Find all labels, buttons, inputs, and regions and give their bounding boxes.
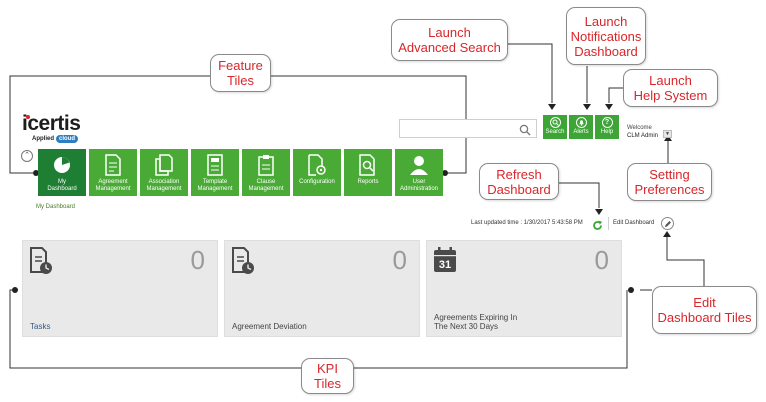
- document-clock-icon: [28, 246, 54, 276]
- document-clock-icon: [230, 246, 256, 276]
- question-icon: ?: [601, 117, 613, 128]
- gear-document-icon: [307, 154, 327, 176]
- tile-template-management[interactable]: Template Management: [191, 149, 239, 196]
- breadcrumb[interactable]: My Dashboard: [36, 204, 76, 210]
- pencil-icon[interactable]: [661, 217, 674, 230]
- callout-edit-dashboard-tiles: Edit Dashboard Tiles: [652, 286, 757, 334]
- pie-chart-icon: [52, 154, 72, 176]
- welcome-block: Welcome CLM Admin: [627, 124, 658, 140]
- report-search-icon: [358, 154, 378, 176]
- documents-icon: [154, 154, 174, 176]
- document-edit-icon: [103, 154, 123, 176]
- help-button[interactable]: ? Help: [595, 115, 619, 139]
- callout-kpi-tiles: KPI Tiles: [301, 358, 354, 394]
- user-icon: [409, 154, 429, 176]
- last-updated-time: Last updated time : 1/30/2017 5:43:58 PM: [471, 220, 583, 226]
- user-name[interactable]: CLM Admin: [627, 133, 659, 139]
- kpi-tile-agreements-expiring[interactable]: 31 0 Agreements Expiring In The Next 30 …: [426, 240, 622, 337]
- tile-agreement-management[interactable]: Agreement Management: [89, 149, 137, 196]
- kpi-tile-agreement-deviation[interactable]: 0 Agreement Deviation: [224, 240, 420, 337]
- search-icon: [549, 117, 561, 128]
- feature-tile-bar: My Dashboard Agreement Management Associ…: [38, 149, 443, 196]
- kpi-label: Agreements Expiring In The Next 30 Days: [434, 313, 518, 331]
- callout-advanced-search: Launch Advanced Search: [391, 19, 508, 61]
- logo-wordmark: icertis: [22, 112, 81, 135]
- edit-dashboard-link[interactable]: Edit Dashboard: [613, 220, 655, 226]
- search-input[interactable]: [400, 123, 516, 140]
- bell-icon: [575, 117, 587, 128]
- tile-user-administration[interactable]: User Administration: [395, 149, 443, 196]
- logo-dot: [26, 115, 30, 119]
- toolbar-divider: [608, 217, 609, 230]
- callout-feature-tiles: Feature Tiles: [210, 54, 271, 92]
- callout-help-system: Launch Help System: [623, 69, 718, 107]
- tile-configuration[interactable]: Configuration: [293, 149, 341, 196]
- kpi-tile-tasks[interactable]: 0 Tasks: [22, 240, 218, 337]
- callout-notifications: Launch Notifications Dashboard: [566, 7, 646, 65]
- kpi-count: 0: [190, 245, 205, 275]
- tile-association-management[interactable]: Association Management: [140, 149, 188, 196]
- callout-refresh-dashboard: Refresh Dashboard: [479, 163, 559, 200]
- refresh-icon[interactable]: [592, 218, 603, 230]
- calendar-day: 31: [439, 259, 451, 271]
- kpi-count: 0: [392, 245, 407, 275]
- search-icon[interactable]: [519, 123, 531, 136]
- collapse-menu-button[interactable]: ⌃: [21, 150, 33, 162]
- tile-clause-management[interactable]: Clause Management: [242, 149, 290, 196]
- header-button-group: Search Alerts ? Help: [543, 115, 619, 139]
- welcome-greeting: Welcome: [627, 125, 652, 131]
- callout-setting-preferences: Setting Preferences: [627, 163, 712, 201]
- kpi-label[interactable]: Tasks: [30, 322, 51, 331]
- search-field[interactable]: [399, 119, 537, 140]
- alerts-button[interactable]: Alerts: [569, 115, 593, 139]
- kpi-label: Agreement Deviation: [232, 322, 307, 331]
- advanced-search-button[interactable]: Search: [543, 115, 567, 139]
- user-menu-dropdown[interactable]: ▼: [663, 130, 672, 138]
- tile-reports[interactable]: Reports: [344, 149, 392, 196]
- calendar-icon: 31: [432, 246, 458, 276]
- template-icon: [205, 154, 225, 176]
- kpi-count: 0: [594, 245, 609, 275]
- clipboard-icon: [256, 154, 276, 176]
- tile-my-dashboard[interactable]: My Dashboard: [38, 149, 86, 196]
